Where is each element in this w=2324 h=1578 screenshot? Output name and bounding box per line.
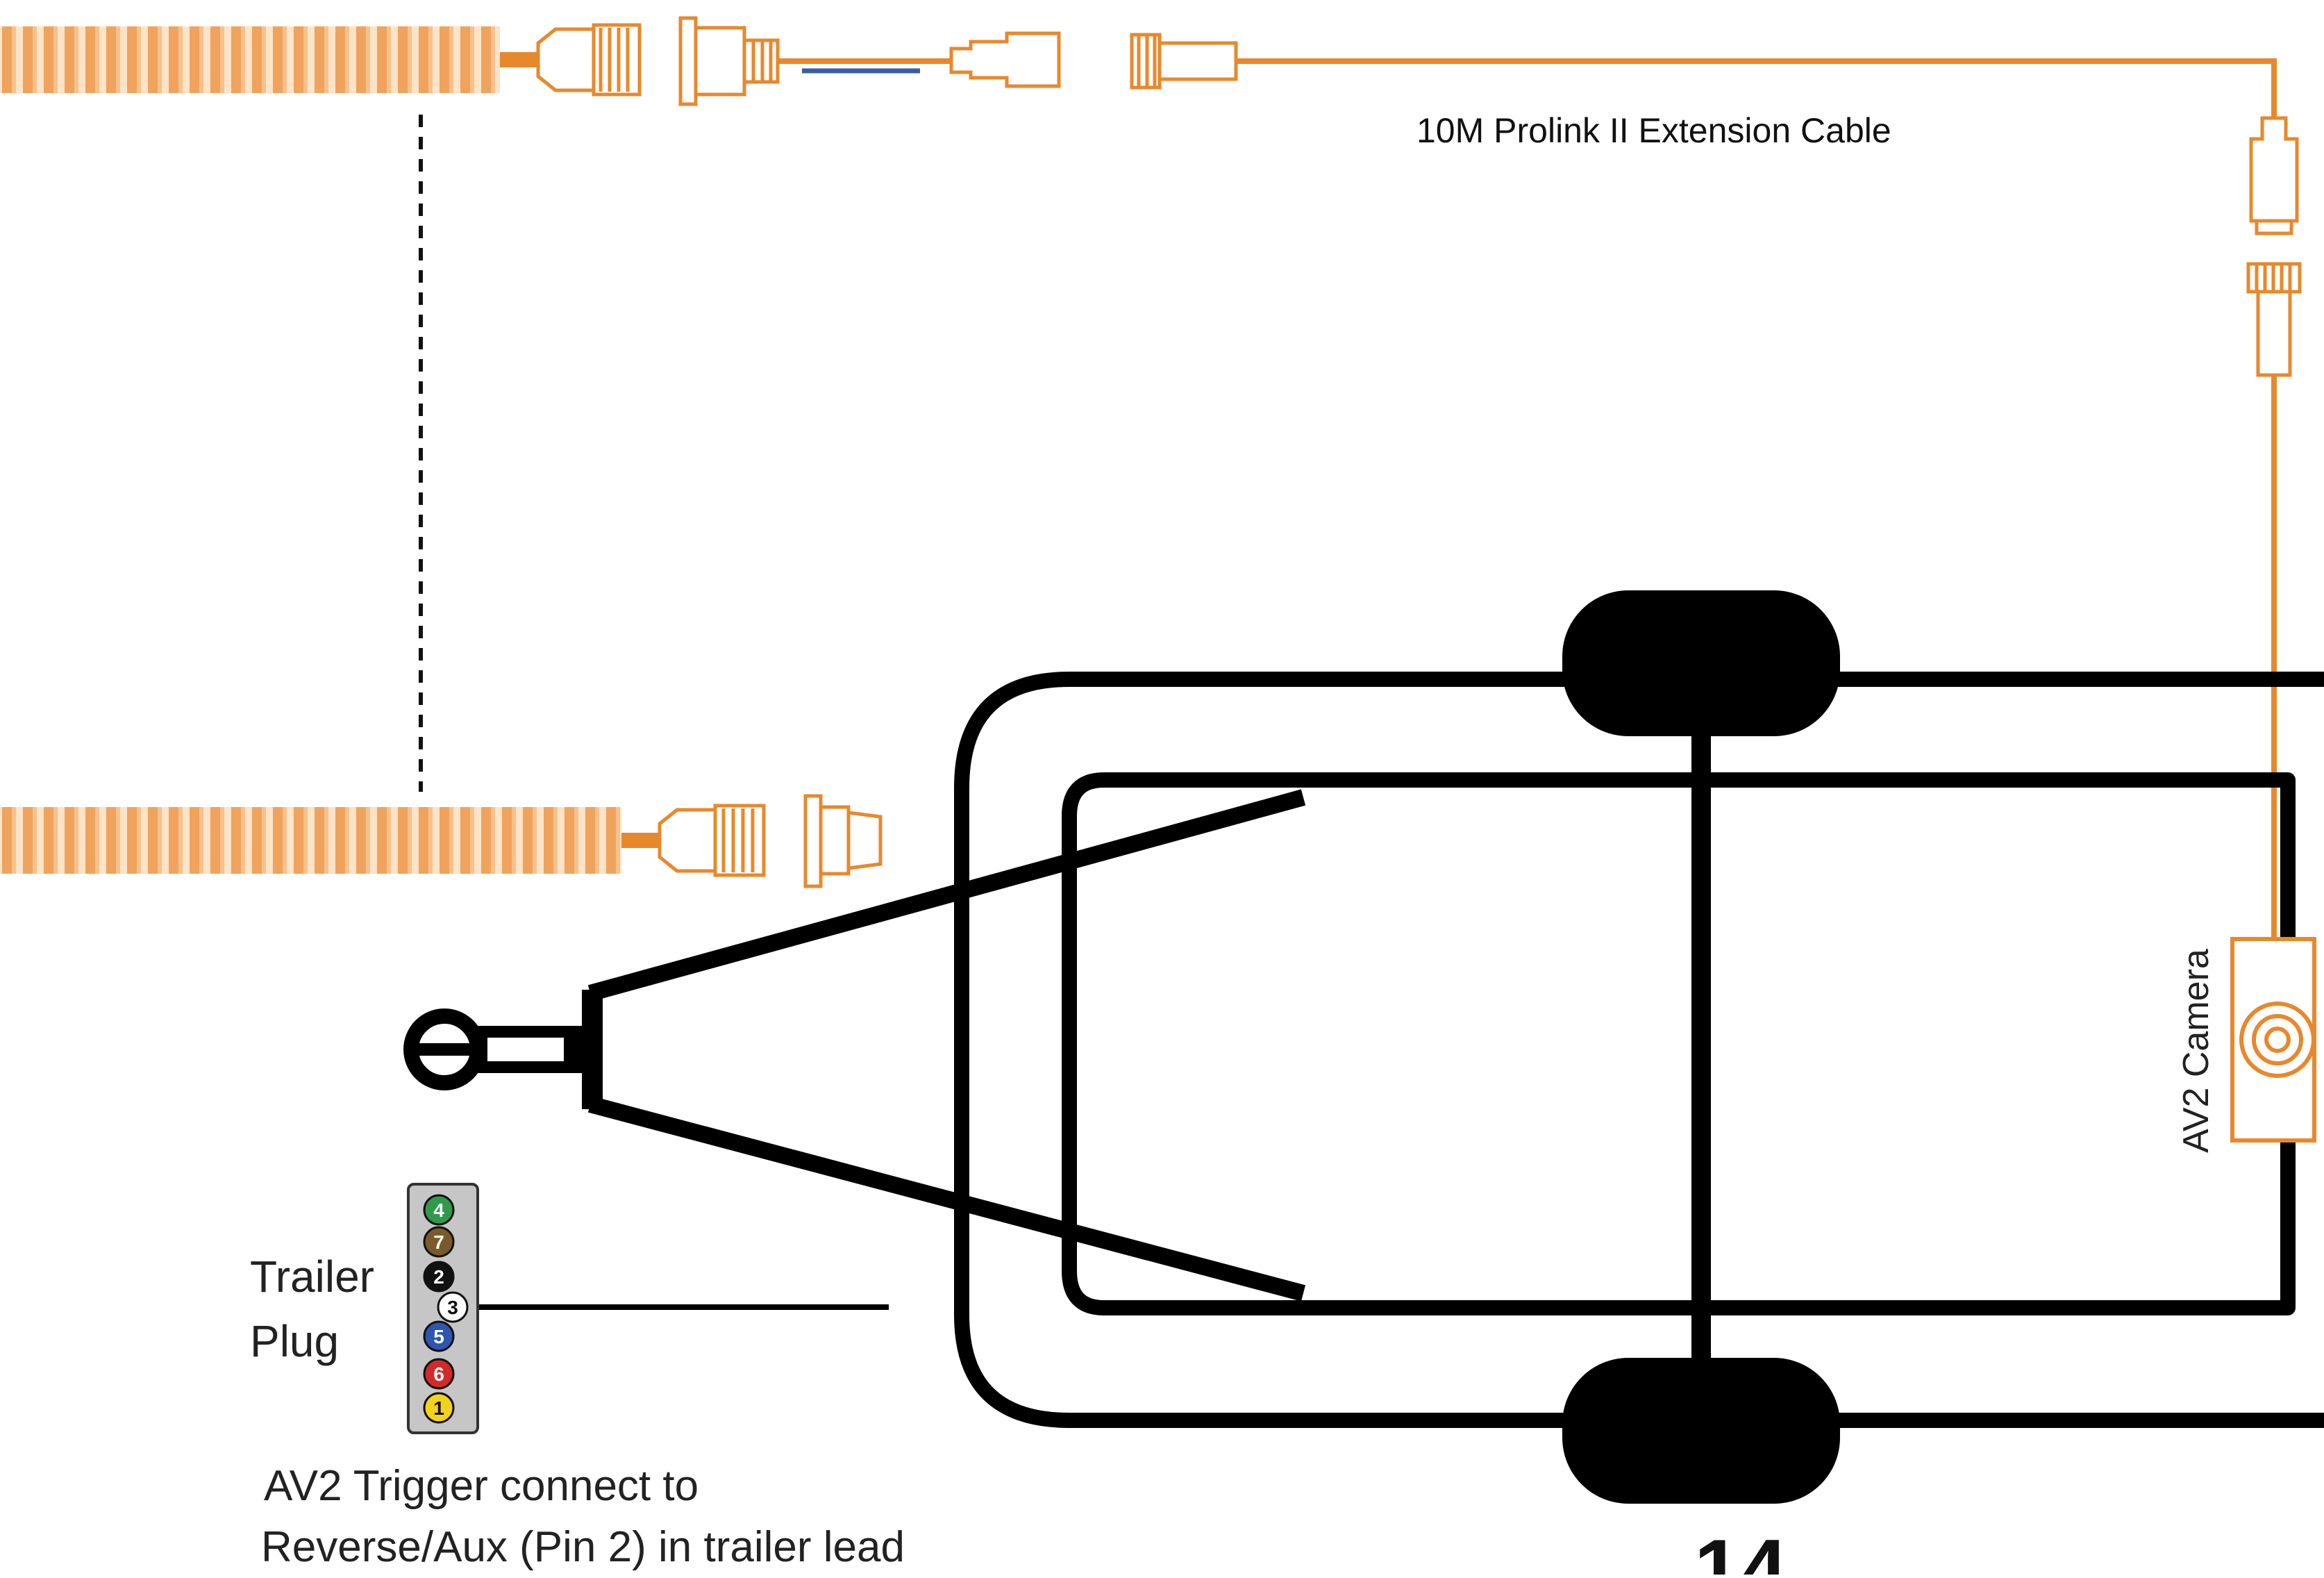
- connector-icon: [1130, 33, 1238, 90]
- pin-1-label: 1: [433, 1397, 444, 1419]
- extension-cable: [1236, 58, 2277, 118]
- pin-3-icon: [437, 1291, 469, 1323]
- pin-7-icon: [423, 1226, 455, 1258]
- coiled-cable-top: [0, 16, 780, 106]
- wheel-icon: [1562, 1358, 1840, 1504]
- pin-5-label: 5: [433, 1326, 444, 1347]
- camera-icon: [2230, 937, 2316, 1143]
- connector-icon: [536, 23, 642, 97]
- pin-5-icon: [423, 1320, 455, 1352]
- pin-6-icon: [423, 1358, 455, 1390]
- connector-icon: [2249, 116, 2299, 235]
- connector-icon: [803, 794, 883, 888]
- trailer-frame: [403, 590, 2324, 1504]
- connector-icon: [658, 804, 766, 877]
- coiled-cable-icon: [0, 26, 500, 93]
- connector-icon: [949, 31, 1061, 88]
- pin-3-label: 3: [447, 1297, 458, 1318]
- page-number: 14: [1694, 1522, 1787, 1575]
- pin-7-label: 7: [433, 1231, 444, 1253]
- hitch-icon: [403, 1008, 583, 1090]
- coiled-cable-icon: [0, 807, 621, 874]
- camera-label: AV2 Camera: [2176, 949, 2216, 1153]
- coiled-cable-bottom: [0, 794, 883, 888]
- trailer-plug: 4 7 235 6 1: [407, 1183, 479, 1434]
- trailer-plug-label-line2: Plug: [250, 1316, 339, 1366]
- connector-icon: [2246, 262, 2302, 377]
- wheel-icon: [1562, 590, 1840, 736]
- pin-4-icon: [423, 1194, 455, 1226]
- trigger-caption-line1: AV2 Trigger connect to: [264, 1462, 699, 1510]
- extension-cable-label: 10M Prolink II Extension Cable: [1416, 111, 1891, 150]
- pin-2-label: 2: [433, 1266, 444, 1288]
- trailer-plug-pins: 4 7 235 6 1: [423, 1194, 469, 1424]
- pin-2-icon: [423, 1261, 455, 1293]
- pin-1-icon: [423, 1392, 455, 1424]
- pin-4-label: 4: [433, 1199, 444, 1221]
- trigger-caption-line2: Reverse/Aux (Pin 2) in trailer lead: [261, 1523, 905, 1571]
- trailer-plug-label-line1: Trailer: [250, 1252, 374, 1302]
- pin-6-label: 6: [433, 1363, 444, 1385]
- connector-icon: [678, 16, 780, 106]
